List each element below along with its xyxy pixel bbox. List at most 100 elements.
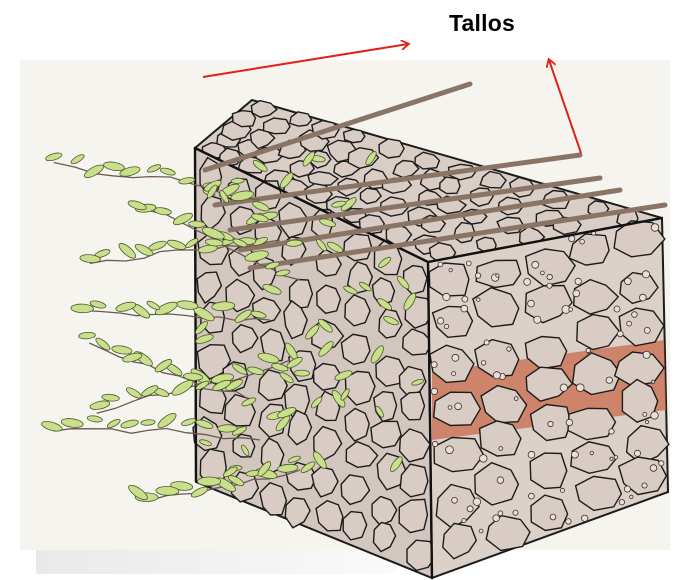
pebble [609, 429, 614, 434]
pebble [484, 340, 489, 345]
pebble [651, 224, 659, 232]
pebble [493, 515, 500, 522]
pebble [496, 274, 499, 277]
pebble [580, 239, 585, 244]
pebble [566, 419, 573, 426]
pebble [467, 506, 473, 512]
pebble [627, 321, 632, 326]
pebble [475, 273, 480, 278]
tallos-label: Tallos [449, 10, 515, 37]
stone [371, 421, 401, 448]
pebble [532, 261, 539, 268]
pebble [606, 377, 612, 383]
pebble [650, 465, 657, 472]
pebble [575, 278, 581, 284]
pebble [590, 451, 593, 454]
leaf [198, 477, 221, 486]
pebble [444, 324, 448, 328]
leaf [231, 178, 244, 184]
pebble [477, 298, 481, 302]
pebble [438, 262, 443, 267]
pebble [514, 397, 518, 401]
stone [440, 177, 460, 194]
pebble [452, 354, 459, 361]
pebble [466, 261, 471, 266]
pebble [643, 351, 650, 358]
pebble [586, 348, 590, 352]
stone [264, 118, 290, 134]
pebble [624, 486, 630, 492]
pebble [617, 331, 623, 337]
pebble [462, 519, 466, 523]
leaf [218, 425, 238, 433]
pebble [437, 318, 443, 324]
pebble [462, 296, 468, 302]
pebble [534, 316, 541, 323]
pebble [452, 372, 456, 376]
pebble [507, 347, 511, 351]
pebble [576, 384, 584, 392]
pebble [461, 305, 468, 312]
stone [530, 453, 567, 488]
pebble [448, 406, 452, 410]
pebble [513, 510, 518, 515]
pebble [651, 412, 659, 420]
pebble [528, 451, 535, 458]
pebble [659, 461, 664, 466]
pebble [481, 361, 486, 366]
pebble [493, 372, 500, 379]
stone [379, 139, 404, 158]
pebble [560, 384, 567, 391]
pebble [652, 380, 655, 383]
stone [429, 263, 469, 296]
pebble [480, 455, 488, 463]
pebble [431, 388, 437, 394]
pebble [455, 403, 462, 410]
pebble [645, 420, 648, 423]
pebble [630, 495, 633, 498]
pebble [614, 456, 618, 460]
pebble [452, 497, 458, 503]
pebble [571, 451, 578, 458]
pebble [639, 294, 646, 301]
pebble [449, 268, 452, 271]
pebble [614, 306, 620, 312]
pebble [524, 278, 531, 285]
pebble [642, 483, 647, 488]
pebble [619, 500, 624, 505]
pebble [643, 412, 647, 416]
pebble [432, 441, 437, 446]
pebble [573, 290, 580, 297]
stone [399, 499, 427, 532]
stone [343, 512, 367, 540]
leaf [294, 370, 310, 376]
pebble [498, 511, 503, 516]
pebble [548, 421, 553, 426]
pebble [560, 488, 564, 492]
pebble [528, 300, 535, 307]
pebble [550, 514, 556, 520]
pebble [547, 274, 552, 279]
pebble [632, 312, 638, 318]
stone [344, 129, 365, 142]
pebble [541, 271, 545, 275]
pebble [431, 362, 437, 368]
pebble [625, 278, 632, 285]
pebble [443, 293, 450, 300]
pebble [642, 271, 649, 278]
pebble [610, 457, 613, 460]
pebble [499, 447, 503, 451]
pebble [644, 327, 650, 333]
pebble [473, 498, 481, 506]
pebble [547, 283, 552, 288]
pebble [566, 519, 572, 525]
pebble [497, 477, 504, 484]
pebble [582, 515, 588, 521]
pebble [569, 308, 573, 312]
pebble [634, 450, 640, 456]
pebble [529, 493, 535, 499]
pebble [479, 529, 483, 533]
pebble [446, 446, 454, 454]
